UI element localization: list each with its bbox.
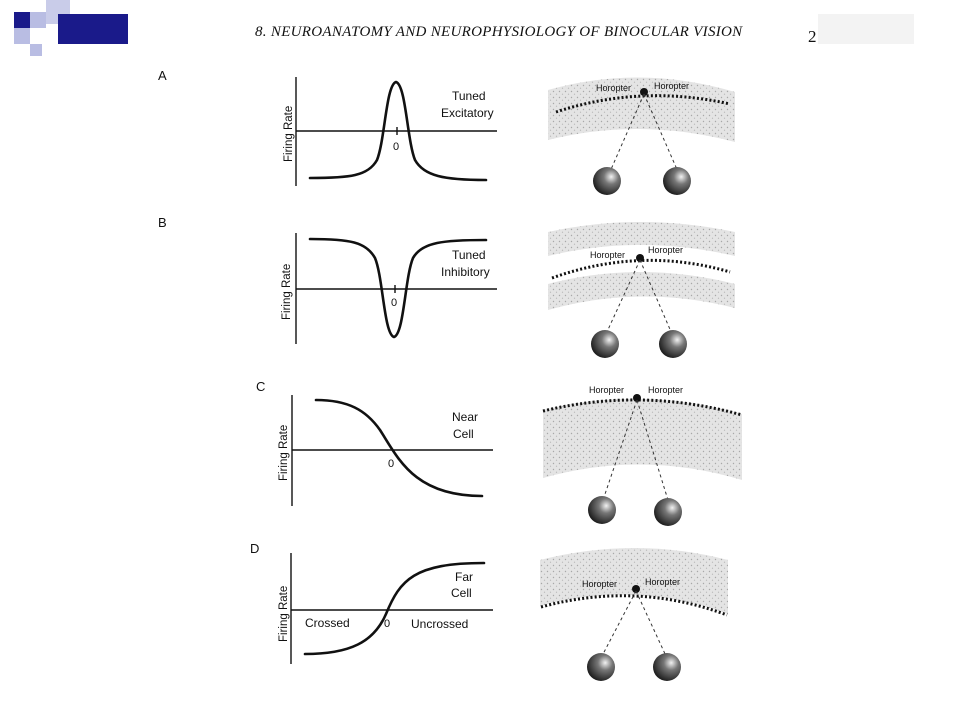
panel-b: B 0 Firing Rate Tuned Inhibitory Horopte… xyxy=(158,215,735,358)
left-eye-icon xyxy=(588,496,616,524)
horopter-diagram: Horopter Horopter xyxy=(540,548,728,681)
fixation-point xyxy=(640,88,648,96)
panel-letter: C xyxy=(256,379,265,394)
page-number-box xyxy=(818,14,914,44)
panel-letter: D xyxy=(250,541,259,556)
fixation-point xyxy=(633,394,641,402)
zero-label: 0 xyxy=(393,141,399,153)
y-axis-label: Firing Rate xyxy=(278,586,290,642)
panel-letter: B xyxy=(158,215,167,230)
left-eye-icon xyxy=(587,653,615,681)
tuning-curve xyxy=(303,561,486,656)
line-of-sight-left xyxy=(608,93,645,175)
horopter-label-right: Horopter xyxy=(645,577,680,587)
fixation-point xyxy=(636,254,644,262)
zero-label: 0 xyxy=(384,618,390,630)
stippled-band xyxy=(548,77,735,142)
horopter-label-left: Horopter xyxy=(589,385,624,395)
panel-letter: A xyxy=(158,68,167,83)
left-eye-icon xyxy=(591,330,619,358)
y-axis-label: Firing Rate xyxy=(278,425,290,481)
line-of-sight-right xyxy=(639,259,673,335)
left-eye-icon xyxy=(593,167,621,195)
horopter-label-left: Horopter xyxy=(596,83,631,93)
panel-c: C 0 Firing Rate Near Cell Horopter Horop… xyxy=(256,379,743,526)
horopter-label-left: Horopter xyxy=(582,579,617,589)
x-axis-label-left: Crossed xyxy=(305,616,350,630)
zero-label: 0 xyxy=(391,297,397,309)
tuning-curve xyxy=(314,398,484,498)
horopter-line xyxy=(551,258,731,280)
tuning-curve xyxy=(308,80,488,182)
stippled-band xyxy=(543,398,742,480)
horopter-diagram: Horopter Horopter xyxy=(548,222,735,358)
cell-type-line2: Cell xyxy=(451,586,472,600)
cell-type-line2: Excitatory xyxy=(441,106,494,120)
cell-type-line1: Tuned xyxy=(452,248,486,262)
horopter-label-left: Horopter xyxy=(590,250,625,260)
cell-type-line2: Inhibitory xyxy=(441,265,490,279)
cell-type-line2: Cell xyxy=(453,427,474,441)
zero-label: 0 xyxy=(388,458,394,470)
page-number: 2 xyxy=(808,27,817,46)
horopter-diagram: Horopter Horopter xyxy=(542,385,743,526)
line-of-sight-left xyxy=(605,259,641,335)
cell-type-line1: Far xyxy=(455,570,473,584)
horopter-line xyxy=(555,94,731,114)
line-of-sight-right xyxy=(643,93,680,175)
stippled-band-upper xyxy=(548,222,735,256)
line-of-sight-left xyxy=(601,590,637,657)
line-of-sight-right xyxy=(635,590,667,657)
tuning-curve xyxy=(308,237,488,339)
stippled-band-lower xyxy=(548,272,735,310)
right-eye-icon xyxy=(659,330,687,358)
horopter-label-right: Horopter xyxy=(654,81,689,91)
panel-a: A 0 Firing Rate Tuned Excitatory Horopte… xyxy=(158,68,735,195)
horopter-diagram: Horopter Horopter xyxy=(548,77,735,195)
y-axis-label: Firing Rate xyxy=(283,106,295,162)
cell-type-line1: Tuned xyxy=(452,89,486,103)
x-axis-label-right: Uncrossed xyxy=(411,617,468,631)
y-axis-label: Firing Rate xyxy=(281,264,293,320)
stippled-band xyxy=(540,548,728,614)
fixation-point xyxy=(632,585,640,593)
right-eye-icon xyxy=(654,498,682,526)
right-eye-icon xyxy=(663,167,691,195)
cell-type-line1: Near xyxy=(452,410,478,424)
horopter-label-right: Horopter xyxy=(648,385,683,395)
panel-d: D 0 Crossed Uncrossed Firing Rate Far Ce… xyxy=(250,541,728,681)
horopter-label-right: Horopter xyxy=(648,245,683,255)
running-title: 8. NEUROANATOMY AND NEUROPHYSIOLOGY OF B… xyxy=(255,24,743,40)
slide-logo xyxy=(0,0,130,60)
right-eye-icon xyxy=(653,653,681,681)
